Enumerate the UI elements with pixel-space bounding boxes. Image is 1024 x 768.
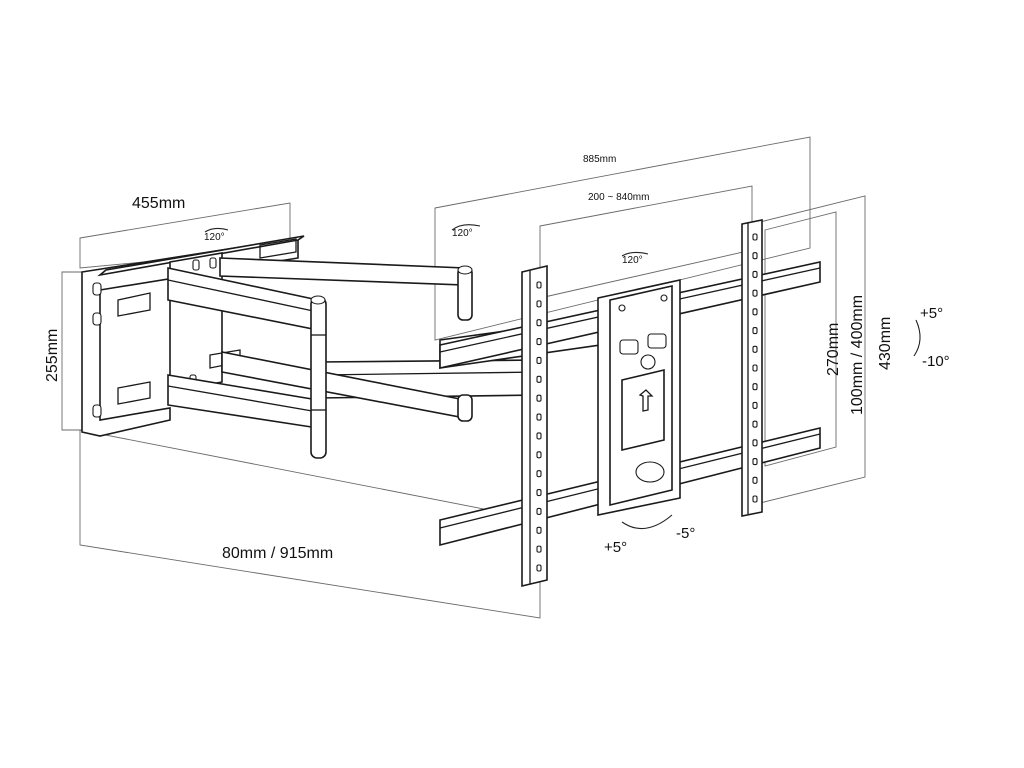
bracket-hole [752,401,758,409]
rotate-right-label: -5° [676,525,695,542]
bracket-hole [536,413,542,421]
bracket-hole [752,327,758,335]
bracket-hole [536,338,542,346]
overall-width-plane [434,136,811,341]
rotation-arrows [204,224,921,530]
extension-label: 80mm / 915mm [222,545,333,562]
bracket-hole [536,507,542,515]
bracket-hole [752,345,758,353]
bracket-hole [536,488,542,497]
bracket-hole [752,364,758,372]
arm-depth-label: 455mm [132,195,185,212]
bracket-hole [536,564,542,572]
bracket-hole [536,300,542,308]
bracket-hole [536,545,542,553]
overall-height-label: 430mm [877,317,894,370]
height-400-plane [764,211,837,467]
bracket-hole [536,319,542,327]
bracket-hole [752,476,758,484]
bracket-hole [536,375,542,383]
bracket-hole [752,383,758,391]
bracket-hole [752,233,758,241]
rotate-left-label: +5° [604,539,627,556]
overall-width-label: 885mm [583,154,616,165]
extension-plane [79,429,541,619]
angle-labels: 120° 120° 120° +5° -10° +5° -5° [204,228,950,556]
bracket-hole [536,451,542,459]
bracket-hole [752,439,758,447]
middle-swivel-label: 120° [452,228,473,239]
dimension-labels: 455mm 885mm 200 ~ 840mm 255mm 80mm / 915… [44,154,894,562]
bracket-hole [752,458,758,466]
bracket-hole [536,470,542,478]
bracket-hole [536,394,542,402]
vesa-100-400-label: 100mm / 400mm [849,295,866,415]
bracket-hole [536,356,542,365]
bracket-hole [752,308,758,316]
bracket-hole [752,495,758,503]
bracket-hole [536,526,542,534]
head-swivel-label: 120° [622,255,643,266]
tilt-down-label: -10° [922,353,950,370]
bracket-hole [536,432,542,440]
vesa-270-label: 270mm [825,323,842,376]
wall-height-bracket [61,271,85,431]
tilt-up-label: +5° [920,305,943,322]
wall-swivel-label: 120° [204,232,225,243]
dimension-planes [61,136,866,619]
vertical-brackets [521,219,763,588]
tilt-head-plate [597,279,681,516]
bracket-hole [752,252,758,260]
rail-span-label: 200 ~ 840mm [588,192,649,203]
bracket-hole [752,289,758,297]
bracket-hole [536,281,542,289]
bracket-hole [752,420,758,428]
bracket-hole [752,270,758,278]
wall-plate-height-label: 255mm [44,329,61,382]
